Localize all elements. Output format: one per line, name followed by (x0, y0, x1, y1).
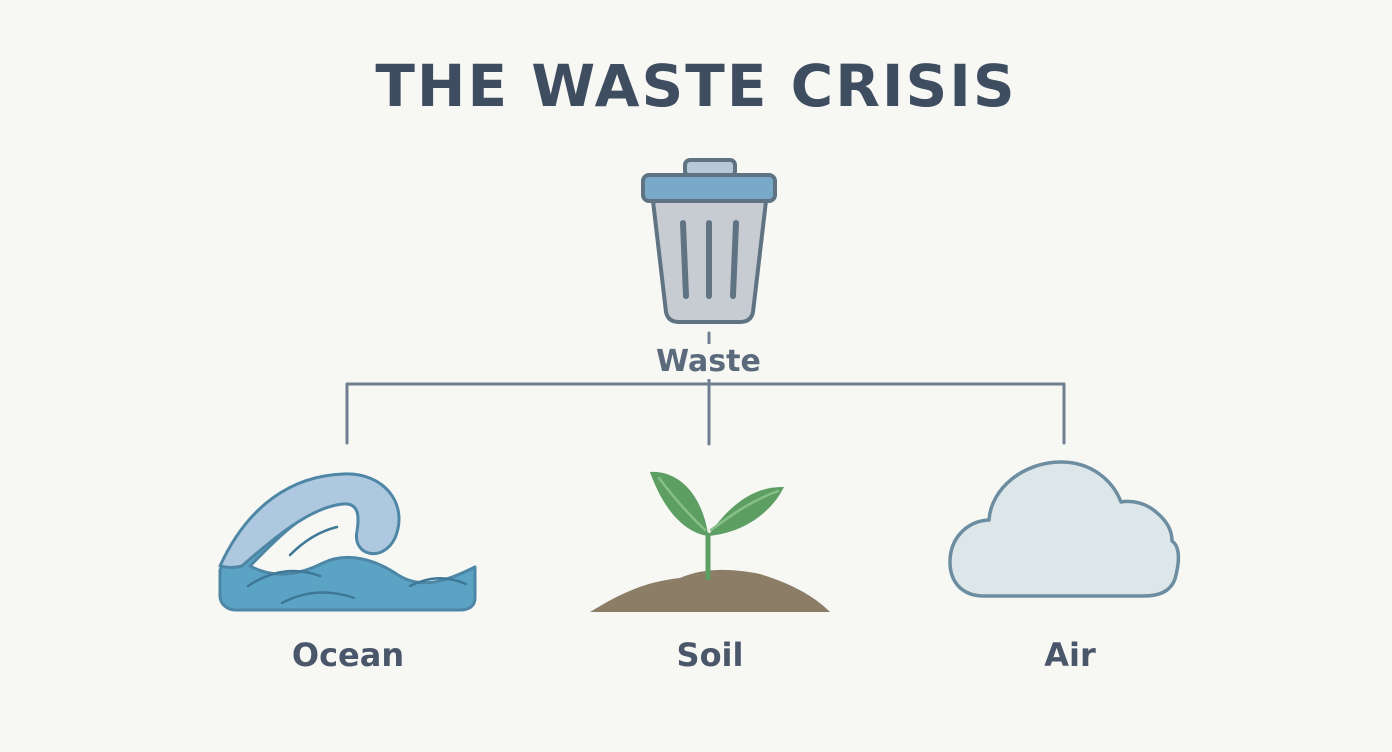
cloud-icon (948, 460, 1181, 598)
ocean-wave-icon (218, 472, 477, 612)
diagram-title: THE WASTE CRISIS (375, 52, 1017, 120)
child-label-air: Air (1044, 636, 1096, 674)
plant-sprout-icon (590, 471, 830, 612)
root-label: Waste (652, 344, 765, 379)
child-label-ocean: Ocean (291, 636, 405, 674)
child-label-soil: Soil (676, 636, 744, 674)
trash-can-icon (641, 158, 777, 324)
